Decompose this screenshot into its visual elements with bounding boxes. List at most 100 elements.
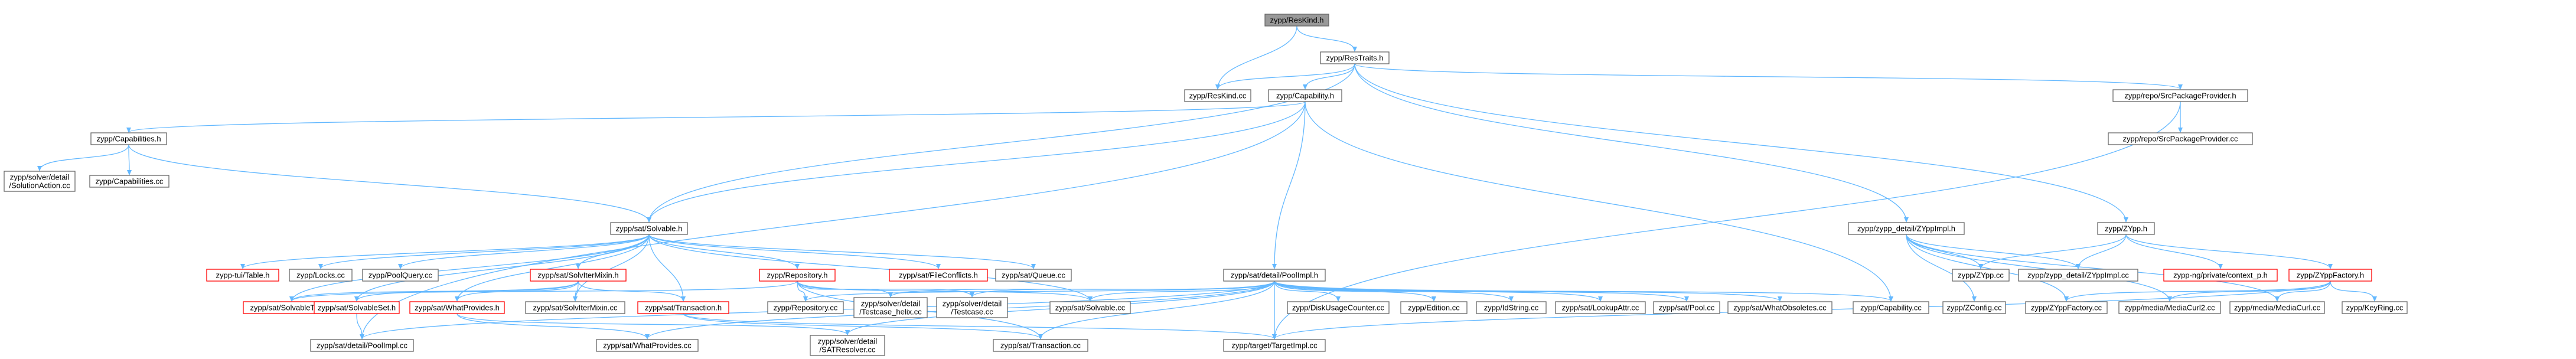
node-box [767, 301, 844, 314]
node-repository-h[interactable]: zypp/Repository.h [759, 269, 836, 282]
node-restraits-h[interactable]: zypp/ResTraits.h [1320, 51, 1390, 64]
node-lookupattr-cc[interactable]: zypp/sat/LookupAttr.cc [1555, 301, 1646, 314]
node-whatprovides-h[interactable]: zypp/sat/WhatProvides.h [409, 301, 505, 314]
node-box [2229, 301, 2325, 314]
node-capabilities-h[interactable]: zypp/Capabilities.h [90, 132, 167, 145]
node-label: zypp/KeyRing.cc [2346, 303, 2404, 312]
node-srcpkgprov-cc[interactable]: zypp/repo/SrcPackageProvider.cc [2108, 132, 2253, 145]
node-label: zypp/ResTraits.h [1326, 54, 1383, 63]
node-reskind-cc[interactable]: zypp/ResKind.cc [1184, 89, 1251, 102]
node-label: zypp/sat/Pool.cc [1659, 303, 1715, 312]
node-zyppimpl-cc[interactable]: zypp/zypp_detail/ZYppImpl.cc [2018, 269, 2138, 282]
node-solvableset-h[interactable]: zypp/sat/SolvableSet.h [314, 301, 400, 314]
node-pool-cc[interactable]: zypp/sat/Pool.cc [1653, 301, 1720, 314]
node-reskind-h[interactable]: zypp/ResKind.h [1264, 14, 1329, 27]
node-diskusage-cc[interactable]: zypp/DiskUsageCounter.cc [1287, 301, 1390, 314]
node-whatprovides-cc[interactable]: zypp/sat/WhatProvides.cc [596, 339, 699, 352]
edge-zyppimpl_h-to-zconfig_cc [1906, 234, 1977, 302]
node-label: zypp/ZConfig.cc [1946, 303, 2002, 312]
edge-poolimpl_h-to-idstring_cc [1274, 280, 1514, 302]
edge-poolimpl_h-to-capability_cc [1274, 280, 1893, 302]
edge-poolimpl_h-to-diskusage_cc [1274, 280, 1341, 302]
node-label: zypp/media/MediaCurl2.cc [2124, 303, 2215, 312]
node-label: zypp-ng/private/context_p.h [2173, 271, 2268, 280]
node-box [1848, 222, 1965, 235]
node-fileconflicts-h[interactable]: zypp/sat/FileConflicts.h [889, 269, 988, 282]
node-zyppfactory-h[interactable]: zypp/ZYppFactory.h [2288, 269, 2372, 282]
node-solvitermixin-cc[interactable]: zypp/sat/SolvIterMixin.cc [525, 301, 625, 314]
node-testcase-helix-cc[interactable]: zypp/solver/detail/Testcase_helix.cc [853, 297, 928, 318]
node-capability-h[interactable]: zypp/Capability.h [1268, 89, 1342, 102]
edge-restraits_h-to-srcpkgprov_h [1354, 63, 2183, 90]
edge-solvable_h-to-table_h [240, 234, 650, 269]
node-label: zypp/sat/SolvIterMixin.cc [533, 303, 618, 312]
node-table-h[interactable]: zypp-tui/Table.h [206, 269, 279, 282]
node-capabilities-cc[interactable]: zypp/Capabilities.cc [89, 175, 169, 188]
node-whatobsoletes-cc[interactable]: zypp/sat/WhatObsoletes.cc [1727, 301, 1832, 314]
node-zconfig-cc[interactable]: zypp/ZConfig.cc [1942, 301, 2006, 314]
node-box [362, 269, 439, 282]
node-box [206, 269, 279, 282]
node-box [1287, 301, 1390, 314]
node-box [1555, 301, 1646, 314]
node-poolquery-cc[interactable]: zypp/PoolQuery.cc [362, 269, 439, 282]
edge-zyppimpl_h-to-zyppfactory_cc [1906, 234, 2069, 302]
node-targetimpl-cc[interactable]: zypp/target/TargetImpl.cc [1223, 339, 1326, 352]
node-repository-cc[interactable]: zypp/Repository.cc [767, 301, 844, 314]
node-mediacurl-cc[interactable]: zypp/media/MediaCurl.cc [2229, 301, 2325, 314]
node-transaction-cc[interactable]: zypp/sat/Transaction.cc [993, 339, 1088, 352]
node-label: zypp/target/TargetImpl.cc [1231, 341, 1318, 350]
node-label: zypp/PoolQuery.cc [369, 271, 433, 280]
node-edition-cc[interactable]: zypp/Edition.cc [1400, 301, 1468, 314]
node-zypp-h[interactable]: zypp/ZYpp.h [2097, 222, 2155, 235]
edge-solvable_h-to-fileconflicts_h [648, 234, 941, 269]
node-zyppfactory-cc[interactable]: zypp/ZYppFactory.cc [2025, 301, 2108, 314]
node-label: zypp/media/MediaCurl.cc [2234, 303, 2320, 312]
node-box [90, 132, 167, 145]
edge-zyppfactory_h-to-zyppfactory_cc [2064, 280, 2331, 302]
node-label: zypp/sat/WhatProvides.h [415, 303, 500, 312]
node-capability-cc[interactable]: zypp/Capability.cc [1853, 301, 1929, 314]
node-solvable-h[interactable]: zypp/sat/Solvable.h [610, 222, 688, 235]
node-solvable-cc[interactable]: zypp/sat/Solvable.cc [1049, 301, 1131, 314]
edge-restraits_h-to-zypp_h [1354, 63, 2128, 223]
node-box [1184, 89, 1251, 102]
node-poolimpl-h[interactable]: zypp/sat/detail/PoolImpl.h [1223, 269, 1326, 282]
node-label: zypp/solver/detail [861, 299, 921, 308]
node-zypp-cc[interactable]: zypp/ZYpp.cc [1952, 269, 2010, 282]
node-box [889, 269, 988, 282]
node-keyring-cc[interactable]: zypp/KeyRing.cc [2342, 301, 2408, 314]
node-box [530, 269, 627, 282]
node-label: zypp/ZYppFactory.cc [2031, 303, 2102, 312]
node-label: zypp/Capabilities.h [96, 135, 161, 143]
edge-restraits_h-to-zyppimpl_h [1354, 63, 1909, 223]
edge-zyppimpl_h-to-mediacurl_cc [1906, 234, 2280, 302]
node-queue-cc[interactable]: zypp/sat/Queue.cc [995, 269, 1072, 282]
node-box [1853, 301, 1929, 314]
node-srcpkgprov-h[interactable]: zypp/repo/SrcPackageProvider.h [2112, 89, 2248, 102]
node-box [936, 297, 1008, 318]
node-context-p-h[interactable]: zypp-ng/private/context_p.h [2163, 269, 2278, 282]
node-satresolver-cc[interactable]: zypp/solver/detail/SATResolver.cc [810, 335, 885, 356]
edge-repository_h-to-solvabletype_h [289, 280, 798, 302]
node-label: zypp/repo/SrcPackageProvider.cc [2122, 135, 2238, 143]
node-solutionaction-cc[interactable]: zypp/solver/detail/SolutionAction.cc [4, 171, 76, 192]
node-idstring-cc[interactable]: zypp/IdString.cc [1476, 301, 1547, 314]
node-zyppimpl-h[interactable]: zypp/zypp_detail/ZYppImpl.h [1848, 222, 1965, 235]
edge-repository_h-to-solvable_cc [797, 280, 1093, 302]
edge-capability_h-to-capability_cc [1305, 101, 1893, 302]
node-transaction-h[interactable]: zypp/sat/Transaction.h [637, 301, 729, 314]
node-testcase-cc[interactable]: zypp/solver/detail/Testcase.cc [936, 297, 1008, 318]
node-poolimpl-cc[interactable]: zypp/sat/detail/PoolImpl.cc [310, 339, 414, 352]
node-label: zypp/Capabilities.cc [96, 177, 164, 186]
node-locks-cc[interactable]: zypp/Locks.cc [289, 269, 353, 282]
node-solvitermixin-h[interactable]: zypp/sat/SolvIterMixin.h [530, 269, 627, 282]
node-box [409, 301, 505, 314]
node-box [1653, 301, 1720, 314]
node-box [995, 269, 1072, 282]
node-box [1223, 269, 1326, 282]
edge-zyppimpl_h-to-zyppimpl_cc [1906, 234, 2081, 269]
node-mediacurl2-cc[interactable]: zypp/media/MediaCurl2.cc [2118, 301, 2221, 314]
node-box [2163, 269, 2278, 282]
